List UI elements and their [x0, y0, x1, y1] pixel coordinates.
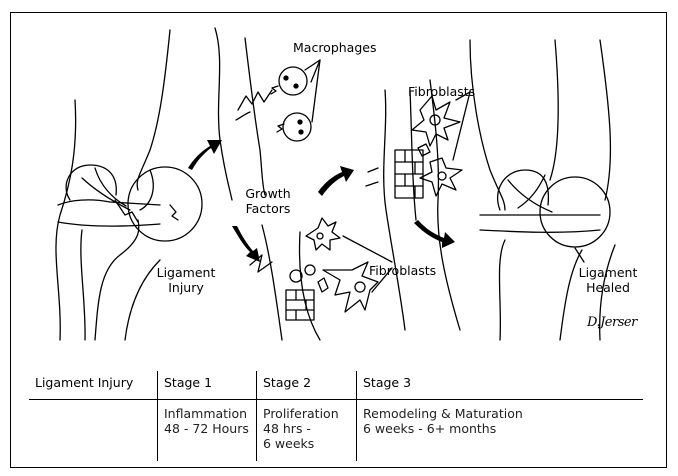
cell-stage-2: Proliferation 48 hrs - 6 weeks — [257, 400, 357, 462]
header-stage-2: Stage 2 — [257, 371, 357, 400]
table-row: Inflammation 48 - 72 Hours Proliferation… — [29, 400, 643, 462]
stage-2-duration-start: 48 hrs - — [263, 421, 356, 436]
fibroblasts-mid-label: Fibroblasts — [369, 263, 436, 278]
stage-1-name: Inflammation — [164, 406, 256, 421]
remodeling-panel — [366, 80, 470, 330]
stage-3-name: Remodeling & Maturation — [363, 406, 643, 421]
stage-3-duration: 6 weeks - 6+ months — [363, 421, 643, 436]
ligament-healed-line2: Healed — [578, 280, 638, 295]
proliferation-panel — [250, 218, 378, 340]
growth-factors-line1: Growth — [238, 186, 298, 201]
cell-stage-3: Remodeling & Maturation 6 weeks - 6+ mon… — [357, 400, 644, 462]
ligament-injury-line2: Injury — [156, 280, 216, 295]
table-header-row: Ligament Injury Stage 1 Stage 2 Stage 3 — [29, 371, 643, 400]
header-ligament-injury: Ligament Injury — [29, 371, 158, 400]
macrophages-label: Macrophages — [293, 40, 376, 55]
stage-1-duration: 48 - 72 Hours — [164, 421, 256, 436]
growth-factors-label: Growth Factors — [238, 186, 298, 216]
ligament-injury-label: Ligament Injury — [156, 265, 216, 295]
header-stage-3: Stage 3 — [357, 371, 644, 400]
artist-signature: D.Jerser — [587, 315, 637, 330]
stage-2-duration-end: 6 weeks — [263, 436, 356, 451]
header-stage-1: Stage 1 — [158, 371, 257, 400]
fibroblasts-top-label: Fibroblasts — [408, 84, 475, 99]
ligament-healed-line1: Ligament — [578, 265, 638, 280]
ligament-injury-line1: Ligament — [156, 265, 216, 280]
ligament-healed-label: Ligament Healed — [578, 265, 638, 295]
stage-2-name: Proliferation — [263, 406, 356, 421]
healed-knee — [470, 40, 615, 340]
stages-table: Ligament Injury Stage 1 Stage 2 Stage 3 … — [29, 371, 643, 461]
cell-ligament-injury — [29, 400, 158, 462]
cell-stage-1: Inflammation 48 - 72 Hours — [158, 400, 257, 462]
growth-factors-line2: Factors — [238, 201, 298, 216]
